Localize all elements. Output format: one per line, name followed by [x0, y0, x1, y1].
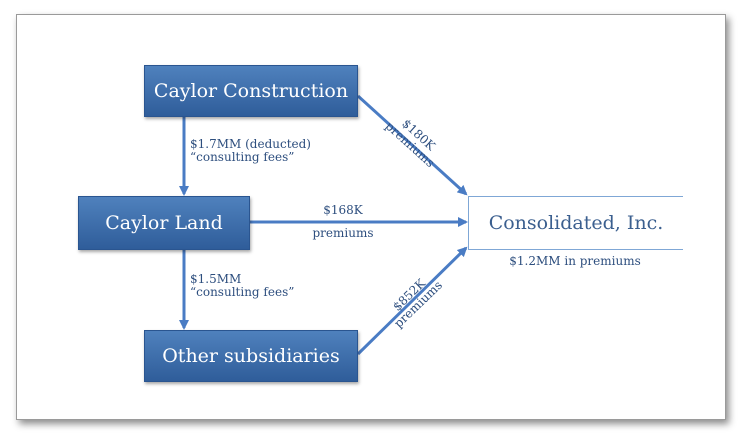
node-other-subsidiaries: Other subsidiaries: [144, 330, 358, 382]
label-land-to-consolidated-amount: $168K: [323, 203, 363, 217]
consolidated-total-premiums: $1.2MM in premiums: [509, 254, 641, 268]
flow-description: “consulting fees”: [190, 150, 295, 164]
node-consolidated-inc: Consolidated, Inc.: [468, 196, 683, 250]
flow-description: “consulting fees”: [190, 285, 295, 299]
label-land-to-subsidiaries: $1.5MM “consulting fees”: [190, 273, 294, 299]
flow-amount: $1.5MM: [190, 272, 242, 286]
flow-amount: $1.7MM (deducted): [190, 137, 311, 151]
arrow-subsidiaries-to-consolidated: [356, 246, 468, 356]
node-caylor-land: Caylor Land: [78, 196, 250, 250]
arrow-construction-to-consolidated: [356, 94, 468, 196]
label-land-to-consolidated-premiums: premiums: [312, 226, 374, 240]
node-caylor-construction: Caylor Construction: [144, 65, 358, 117]
label-construction-to-land: $1.7MM (deducted) “consulting fees”: [190, 138, 311, 164]
